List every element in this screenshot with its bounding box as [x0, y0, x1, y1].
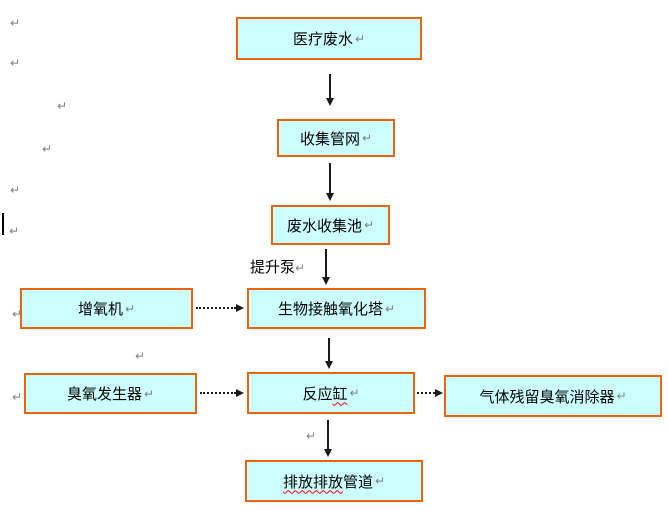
line-break-mark: ↵ — [9, 224, 20, 238]
node-label: 生物接触氧化塔 — [277, 300, 383, 318]
line-break-mark: ↵ — [57, 99, 68, 113]
node-ozone-eliminator[interactable]: 气体残留臭氧消除器↵ — [444, 375, 662, 417]
node-collection-pool[interactable]: 废水收集池↵ — [271, 205, 390, 245]
dotted-arrow-ozonegen-to-reaction[interactable] — [200, 388, 244, 397]
line-break-mark: ↵ — [12, 307, 23, 321]
dotted-line — [196, 306, 236, 309]
node-reaction-tank[interactable]: 反应缸↵ — [247, 372, 415, 414]
arrow-head-down-icon — [325, 98, 334, 106]
dotted-arrow-reaction-to-eliminator[interactable] — [417, 388, 443, 397]
arrow-medical-to-network[interactable] — [325, 74, 334, 106]
edge-label-lift-pump: 提升泵↵ — [250, 256, 305, 277]
line-break-mark: ↵ — [42, 142, 53, 156]
line-break-mark: ↵ — [10, 56, 21, 70]
arrow-head-down-icon — [323, 449, 332, 457]
node-label: 废水收集池 — [286, 216, 362, 235]
node-label-misspelled: 缸 — [332, 384, 348, 403]
node-label-misspelled: 排放排放 — [282, 472, 343, 491]
arrow-head-down-icon — [321, 277, 330, 285]
node-label: 收集管网 — [299, 129, 360, 148]
edge-label-text: 提升泵 — [250, 258, 296, 276]
line-break-mark: ↵ — [361, 131, 373, 145]
dotted-line — [200, 391, 236, 394]
arrow-head-down-icon — [325, 193, 334, 201]
arrow-pool-to-tower[interactable] — [321, 249, 330, 285]
text-cursor — [2, 213, 4, 235]
arrow-shaft — [328, 74, 331, 98]
line-break-mark: ↵ — [295, 261, 306, 275]
line-break-mark: ↵ — [12, 390, 23, 404]
arrow-shaft — [328, 163, 331, 193]
node-label: 管道 — [342, 472, 373, 491]
line-break-mark: ↵ — [10, 183, 21, 197]
arrow-tower-to-reaction[interactable] — [324, 338, 333, 369]
line-break-mark: ↵ — [143, 386, 155, 401]
arrow-reaction-to-discharge[interactable] — [323, 420, 332, 457]
line-break-mark: ↵ — [349, 386, 360, 400]
node-collection-network[interactable]: 收集管网↵ — [277, 119, 395, 157]
arrow-head-down-icon — [324, 361, 333, 369]
line-break-mark: ↵ — [10, 16, 21, 30]
line-break-mark: ↵ — [384, 301, 396, 316]
line-break-mark: ↵ — [374, 474, 386, 488]
node-aerator[interactable]: 增氧机↵ — [20, 288, 193, 329]
line-break-mark: ↵ — [306, 429, 317, 443]
arrow-network-to-pool[interactable] — [325, 163, 334, 201]
arrow-head-right-icon — [236, 303, 244, 312]
line-break-mark: ↵ — [616, 389, 627, 403]
dotted-line — [417, 391, 435, 394]
node-bio-oxidation-tower[interactable]: 生物接触氧化塔↵ — [247, 288, 426, 329]
node-ozone-generator[interactable]: 臭氧发生器↵ — [24, 373, 197, 414]
arrow-head-right-icon — [435, 388, 443, 397]
line-break-mark: ↵ — [354, 31, 366, 46]
arrow-head-right-icon — [236, 388, 244, 397]
node-medical-wastewater[interactable]: 医疗废水↵ — [236, 17, 422, 60]
line-break-mark: ↵ — [135, 349, 146, 363]
arrow-shaft — [326, 420, 329, 449]
node-discharge-pipe[interactable]: 排放排放管道↵ — [245, 460, 423, 502]
arrow-shaft — [327, 338, 330, 361]
line-break-mark: ↵ — [363, 218, 375, 232]
node-label: 医疗废水 — [292, 30, 353, 48]
arrow-shaft — [324, 249, 327, 277]
node-label: 气体残留臭氧消除器 — [479, 387, 615, 406]
dotted-arrow-aerator-to-tower[interactable] — [196, 303, 244, 312]
node-label: 增氧机 — [77, 300, 123, 318]
node-label: 臭氧发生器 — [66, 385, 142, 403]
line-break-mark: ↵ — [124, 301, 136, 316]
node-label: 反应 — [302, 384, 333, 403]
